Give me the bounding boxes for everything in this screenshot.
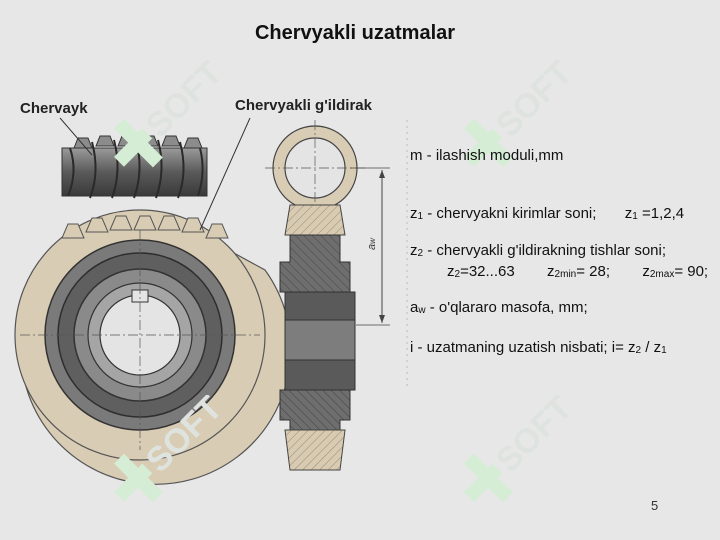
definition-ratio: i - uzatmaning uzatish nisbati; i= z2 / … (410, 339, 667, 356)
definition-z2-values: z2=32...63 z2min= 28; z2max= 90; (447, 263, 709, 280)
worm-leader (59, 117, 93, 156)
slide-title: Chervyakli uzatmalar (254, 22, 456, 44)
definition-z2: z2 - chervyakli g'ildirakning tishlar so… (410, 242, 667, 259)
worm-wheel-front-view (14, 209, 292, 485)
dimension-label: aw (365, 238, 378, 250)
svg-text:SOFT: SOFT (489, 60, 575, 145)
watermark-logo: SOFT (445, 395, 575, 525)
watermark-logo: SOFT (445, 60, 575, 190)
watermark-logo: SOFT (95, 395, 225, 525)
watermark-logo: SOFT (95, 60, 225, 190)
svg-text:SOFT: SOFT (489, 395, 575, 480)
svg-text:SOFT: SOFT (139, 395, 225, 480)
wheel-label: Chervyakli g'ildirak (235, 97, 372, 114)
definition-module: m - ilashish moduli,mm (410, 147, 564, 164)
definition-aw: aw - o'qlararo masofa, mm; (410, 299, 588, 316)
worm-label: Chervayk (20, 100, 88, 117)
page-number: 5 (651, 498, 659, 513)
wheel-leader (199, 117, 251, 231)
svg-text:SOFT: SOFT (139, 60, 225, 145)
definition-z1: z1 - chervyakni kirimlar soni; z1 =1,2,4 (410, 205, 685, 222)
worm-wheel-section-view (265, 120, 408, 471)
